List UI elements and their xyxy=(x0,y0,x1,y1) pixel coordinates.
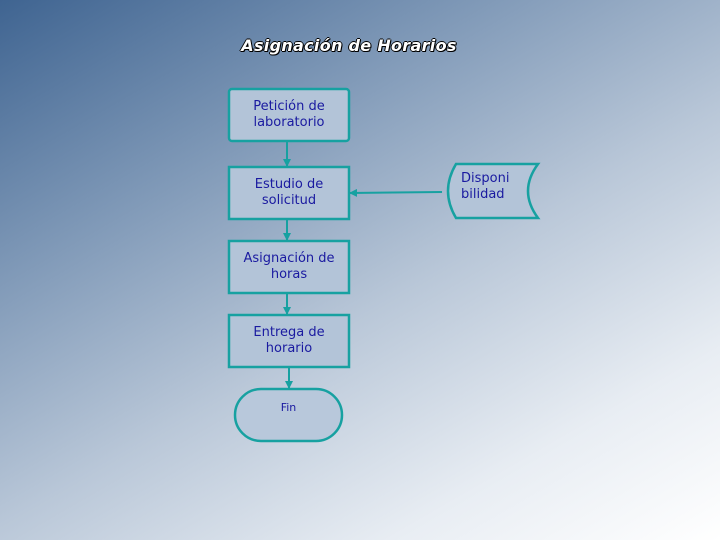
node-disponibilidad-label: Disponi bilidad xyxy=(461,171,510,202)
node-fin-shape xyxy=(233,387,344,443)
node-asignacion-label: Asignación de horas xyxy=(243,251,335,282)
node-peticion-label: Petición de laboratorio xyxy=(253,99,325,130)
node-asignacion-shape xyxy=(227,239,351,295)
page-title: Asignación de Horarios xyxy=(241,36,457,55)
node-peticion-shape xyxy=(227,87,351,143)
node-estudio-label: Estudio de solicitud xyxy=(254,177,324,208)
node-entrega-label: Entrega de horario xyxy=(253,325,325,356)
node-disponibilidad-shape xyxy=(446,162,541,220)
arrow-disponibilidad-estudio xyxy=(349,188,443,197)
node-estudio-shape xyxy=(227,165,351,221)
node-fin-label: Fin xyxy=(280,401,297,414)
